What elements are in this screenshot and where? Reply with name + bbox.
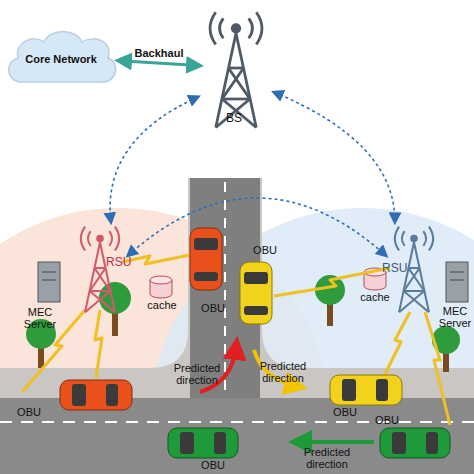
car-window <box>342 379 356 401</box>
tower-brace <box>90 291 115 312</box>
signal-wave <box>423 231 426 246</box>
car-body <box>330 375 402 405</box>
scene-label: OBU <box>330 406 360 418</box>
scene-label: Predicted direction <box>168 362 226 386</box>
signal-wave <box>109 231 112 246</box>
tower-bar <box>404 290 425 292</box>
signal-wave <box>402 231 405 246</box>
antenna-tip <box>411 236 417 242</box>
vehicles <box>60 228 450 458</box>
car-window <box>180 432 194 454</box>
tower-brace <box>404 291 429 312</box>
tower-brace <box>222 99 256 128</box>
server-icon <box>446 262 468 302</box>
wireless-link <box>95 310 102 378</box>
tower-brace <box>90 268 106 291</box>
wireless-links <box>22 255 450 425</box>
cache-cylinder-top <box>150 276 172 284</box>
scene-label: MEC Server <box>14 306 66 330</box>
server-slot <box>42 272 56 273</box>
wireless-dashed-link <box>110 97 198 222</box>
scene-label: cache <box>142 299 182 311</box>
wireless-link <box>122 255 190 264</box>
predicted-direction-arrows <box>200 348 374 442</box>
car-body <box>380 428 450 458</box>
tower-bar <box>222 98 250 101</box>
car-window <box>194 238 218 250</box>
wireless-dashed-link <box>274 92 395 222</box>
scene-label: Predicted direction <box>298 446 356 470</box>
node-label: RSU <box>106 256 131 269</box>
car-window <box>376 379 388 401</box>
antenna-tip <box>97 236 103 242</box>
scene-label: MEC Server <box>436 305 474 329</box>
scene-label: OBU <box>198 459 228 471</box>
scene-label: OBU <box>372 414 402 426</box>
signal-wave <box>115 227 119 251</box>
wireless-dashed-link <box>128 198 386 256</box>
backhaul-link <box>120 61 198 66</box>
edge-label: Backhaul <box>124 47 194 59</box>
tower-brace <box>216 99 250 128</box>
scene-label: OBU <box>14 406 44 418</box>
node-label: Core Network <box>2 53 120 65</box>
lane-marking <box>224 182 226 395</box>
signal-wave <box>210 12 216 44</box>
node-label: RSU <box>382 262 407 275</box>
car-window <box>392 432 406 454</box>
car-body <box>60 380 132 410</box>
tower-lattice <box>81 227 119 313</box>
signal-wave <box>81 227 85 251</box>
lane-marking <box>0 421 474 423</box>
server-slot <box>42 280 56 281</box>
tower-node: RSU <box>72 222 128 314</box>
node-label: BS <box>226 112 242 125</box>
server-icon <box>38 262 60 302</box>
tower-brace <box>222 68 244 99</box>
car-body <box>240 262 272 324</box>
tower-brace <box>85 291 110 312</box>
car-window <box>106 384 118 406</box>
direction-arrow <box>300 440 374 444</box>
car-window <box>214 432 226 454</box>
tower-brace <box>399 291 424 312</box>
server-slot <box>450 272 464 273</box>
signal-wave <box>88 231 91 246</box>
antenna-tip <box>232 25 240 32</box>
network-cloud: Core Network <box>2 22 120 92</box>
car-window <box>244 272 268 284</box>
tower-lattice <box>210 12 262 127</box>
signal-wave <box>429 227 433 251</box>
signal-wave <box>249 18 253 38</box>
tower-node: RSU <box>386 222 442 314</box>
roads <box>0 178 474 474</box>
car-window <box>194 272 218 281</box>
tower-bar <box>90 290 111 292</box>
signal-wave <box>256 12 262 44</box>
car-window <box>426 432 438 454</box>
car-body <box>168 428 238 458</box>
car-window <box>244 306 268 315</box>
scene-label: cache <box>355 291 395 303</box>
signal-wave <box>220 18 224 38</box>
car-window <box>72 384 86 406</box>
scene-label: OBU <box>250 244 280 256</box>
scene-label: OBU <box>198 302 228 314</box>
signal-wave <box>395 227 399 251</box>
server-slot <box>450 280 464 281</box>
car-body <box>190 228 222 290</box>
tower-node: BS <box>198 6 274 130</box>
wireless-link <box>385 312 410 374</box>
scene-label: Predicted direction <box>254 360 312 384</box>
